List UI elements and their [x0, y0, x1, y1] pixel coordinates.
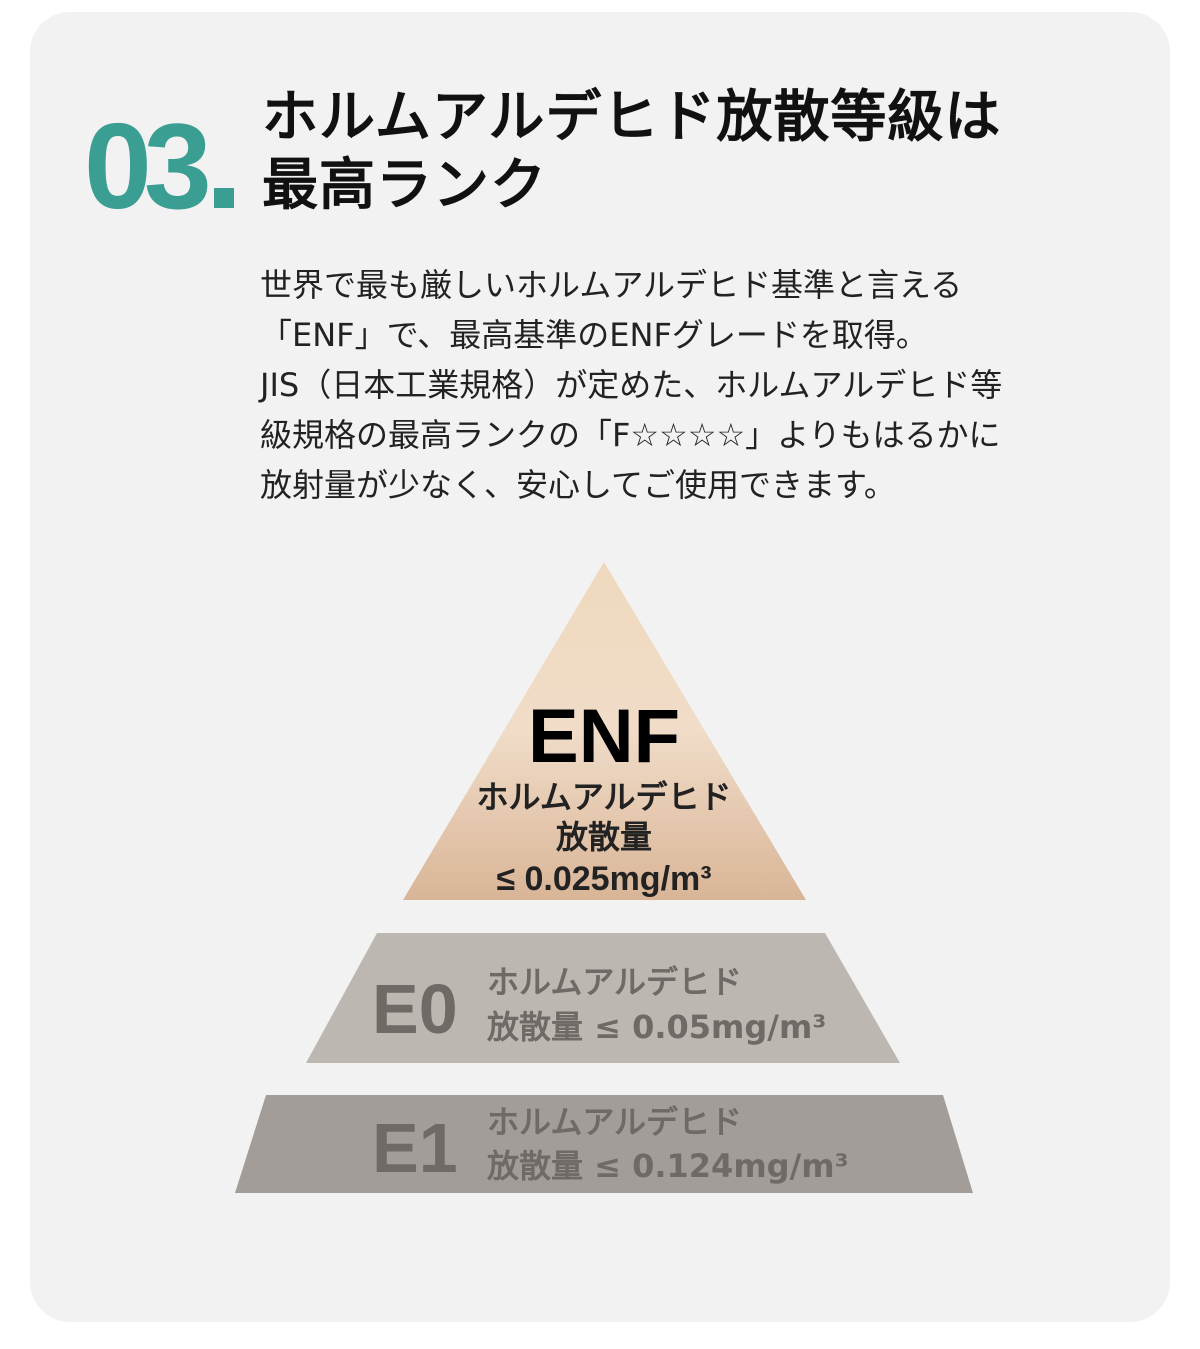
pyramid-top-tier [403, 562, 806, 900]
enf-line-1: ホルムアルデヒド [476, 778, 731, 816]
pyramid-bottom-tier [235, 1095, 973, 1193]
pyramid-middle-tier [306, 933, 900, 1063]
enf-line-3: ≤ 0.025mg/m³ [496, 860, 711, 898]
e1-line-2: 放散量 ≤ 0.124mg/m³ [487, 1147, 849, 1185]
e0-line-2: 放散量 ≤ 0.05mg/m³ [487, 1008, 826, 1046]
number-dot [213, 188, 234, 208]
enf-grade: ENF [528, 694, 680, 779]
section-body: 世界で最も厳しいホルムアルデヒド基準と言える 「ENF」で、最高基準のENFグレ… [260, 266, 1003, 504]
e1-line-1: ホルムアルデヒド [487, 1103, 742, 1141]
e0-line-1: ホルムアルデヒド [487, 963, 742, 1001]
section-title: ホルムアルデヒド放散等級は 最高ランク [262, 84, 1001, 220]
section-number: 03 [84, 96, 234, 236]
enf-line-2: 放散量 [556, 818, 652, 856]
e0-grade: E0 [372, 970, 458, 1048]
title-line-1: ホルムアルデヒド放散等級は [262, 85, 1002, 150]
e1-grade: E1 [372, 1109, 458, 1187]
title-line-2: 最高ランク [262, 153, 547, 218]
